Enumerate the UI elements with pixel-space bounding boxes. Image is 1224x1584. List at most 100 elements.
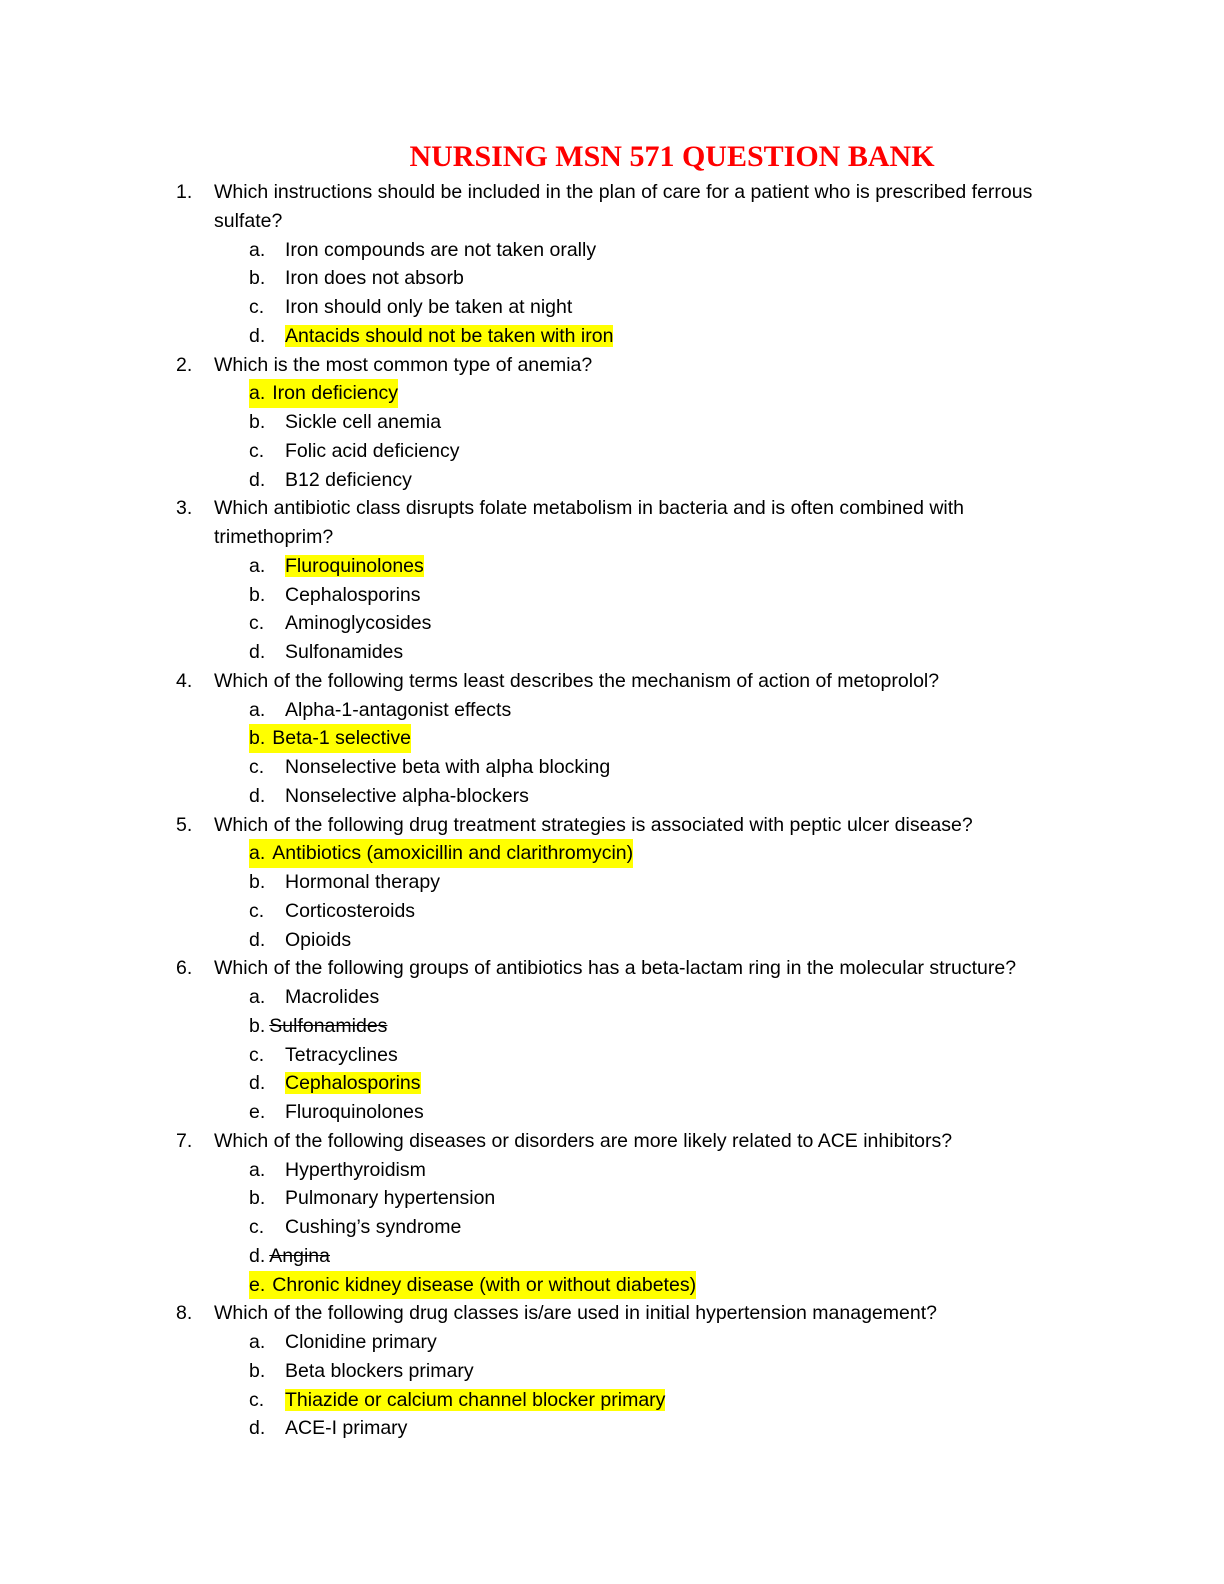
- option-letter: c.: [249, 899, 265, 922]
- answer-option: b.Sulfonamides: [249, 1012, 1076, 1041]
- option-line: c.Aminoglycosides: [249, 612, 431, 634]
- answer-option: a.Iron deficiency: [249, 379, 1076, 408]
- question-text: Which of the following diseases or disor…: [214, 1129, 953, 1152]
- option-letter: c.: [249, 1043, 265, 1066]
- option-line: a.Clonidine primary: [249, 1331, 437, 1353]
- option-list: a.Iron compounds are not taken orally b.I…: [249, 236, 1076, 351]
- question-text: Which of the following drug treatment st…: [214, 813, 973, 836]
- question-row: 6. Which of the following groups of antib…: [176, 954, 1076, 983]
- option-letter: a.: [249, 238, 266, 261]
- option-letter: a.: [249, 554, 266, 577]
- answer-option: a. Macrolides: [249, 983, 1076, 1012]
- option-list: a.Iron deficiency b.Sickle cell anemia c. F…: [249, 379, 1076, 494]
- option-line: a.Antibiotics (amoxicillin and clarithro…: [249, 839, 634, 868]
- question-row: 4.Which of the following terms least des…: [176, 667, 1076, 696]
- answer-option: e. Chronic kidney disease (with or withou…: [249, 1270, 1076, 1300]
- question-item: 1.Which instructions should be included …: [176, 178, 1076, 351]
- question-row: 7. Which of the following diseases or dis…: [176, 1127, 1076, 1156]
- question-number: 6.: [176, 957, 193, 980]
- highlighted-answer-text: Thiazide or calcium channel blocker prim…: [285, 1388, 666, 1411]
- option-text: Pulmonary hypertension: [285, 1187, 496, 1210]
- question-text: Which antibiotic class disrupts folate m…: [214, 497, 965, 548]
- option-letter: a.: [249, 1331, 266, 1353]
- answer-option: b.Beta-1 selective: [249, 724, 1076, 753]
- option-line: b.Iron does not absorb: [249, 267, 464, 289]
- option-line: b.Sickle cell anemia: [249, 411, 441, 433]
- option-text: Opioids: [285, 928, 352, 951]
- option-letter: b.: [249, 1187, 266, 1210]
- option-text: Cephalosporins: [285, 583, 421, 606]
- struck-option-text: Angina: [269, 1244, 330, 1267]
- option-letter: d.: [249, 468, 266, 491]
- question-row: 8.Which of the following drug classes is…: [176, 1299, 1076, 1328]
- option-line: c.Corticosteroids: [249, 900, 415, 922]
- answer-option: a.Fluroquinolones: [249, 552, 1076, 581]
- question-item: 5.Which of the following drug treatment …: [176, 811, 1076, 955]
- option-letter: e.: [249, 1273, 266, 1296]
- option-list: a. Hyperthyroidism b. Pulmonary hypertensio…: [249, 1156, 1076, 1300]
- answer-option: c. Iron should only be taken at night: [249, 293, 1076, 322]
- answer-option: a.Alpha-1-antagonist effects: [249, 696, 1076, 725]
- answer-option: d.Antacids should not be taken with iron: [249, 322, 1076, 351]
- question-number: 4.: [176, 669, 193, 692]
- option-line: a. Macrolides: [249, 986, 379, 1008]
- option-letter: a.: [249, 382, 266, 405]
- question-row: 3.Which antibiotic class disrupts folate…: [176, 494, 1076, 552]
- answer-option: a.Clonidine primary: [249, 1328, 1076, 1357]
- option-text: Folic acid deficiency: [285, 439, 460, 462]
- page-title: NURSING MSN 571 QUESTION BANK: [409, 140, 935, 173]
- option-line: e. Chronic kidney disease (with or withou…: [249, 1270, 697, 1300]
- option-line: a.Fluroquinolones: [249, 554, 424, 577]
- answer-option: c.Corticosteroids: [249, 897, 1076, 926]
- option-line: d.Antacids should not be taken with iron: [249, 324, 614, 347]
- option-letter: d.: [249, 641, 266, 663]
- answer-option: a.Iron compounds are not taken orally: [249, 236, 1076, 265]
- answer-option: d.Cephalosporins: [249, 1069, 1076, 1098]
- option-line: b.Beta blockers primary: [249, 1360, 474, 1382]
- option-letter: e.: [249, 1101, 266, 1123]
- option-letter: d.: [249, 928, 266, 951]
- option-letter: c.: [249, 296, 265, 318]
- option-line: d.Nonselective alpha-blockers: [249, 785, 529, 807]
- option-text: Iron should only be taken at night: [285, 296, 573, 318]
- option-line: d.Cephalosporins: [249, 1072, 421, 1095]
- option-letter: c.: [249, 439, 265, 462]
- question-number: 8.: [176, 1302, 193, 1325]
- option-line: b.Hormonal therapy: [249, 871, 440, 893]
- option-line: a. Hyperthyroidism: [249, 1159, 426, 1181]
- question-number: 2.: [176, 353, 193, 376]
- option-letter: c.: [249, 1216, 265, 1238]
- option-letter: c.: [249, 612, 265, 635]
- option-text: Macrolides: [285, 986, 380, 1008]
- question-row: 2. Which is the most common type of anemi…: [176, 351, 1076, 380]
- question-text: Which of the following groups of antibio…: [214, 957, 1017, 980]
- answer-option: a.Antibiotics (amoxicillin and clarithro…: [249, 839, 1076, 868]
- option-line: b.Sulfonamides: [249, 1015, 387, 1037]
- question-number: 1.: [176, 181, 193, 203]
- option-letter: b.: [249, 1359, 266, 1382]
- option-letter: a.: [249, 698, 266, 721]
- option-text: B12 deficiency: [285, 468, 412, 491]
- answer-option: c. Folic acid deficiency: [249, 437, 1076, 466]
- option-line: a.Alpha-1-antagonist effects: [249, 699, 511, 721]
- option-text: Sulfonamides: [285, 641, 404, 663]
- question-number: 7.: [176, 1129, 193, 1152]
- option-letter: a.: [249, 986, 266, 1008]
- option-letter: a.: [249, 1158, 266, 1181]
- option-text: Cushing’s syndrome: [285, 1216, 462, 1238]
- option-line: c. Folic acid deficiency: [249, 440, 460, 462]
- question-item: 7. Which of the following diseases or dis…: [176, 1127, 1076, 1300]
- answer-option: d.ACE-I primary: [249, 1414, 1076, 1443]
- option-letter: d.: [249, 1072, 266, 1095]
- option-list: a.Antibiotics (amoxicillin and clarithro…: [249, 839, 1076, 954]
- option-line: d.Angina: [249, 1245, 330, 1267]
- highlighted-answer-text: Chronic kidney disease (with or without …: [272, 1273, 697, 1296]
- option-text: Hyperthyroidism: [285, 1158, 426, 1181]
- answer-option: c.Aminoglycosides: [249, 609, 1076, 638]
- option-line: a.Iron compounds are not taken orally: [249, 239, 596, 261]
- option-line: c. Iron should only be taken at night: [249, 296, 572, 318]
- option-text: Nonselective beta with alpha blocking: [285, 756, 611, 778]
- question-text: Which is the most common type of anemia?: [214, 353, 593, 376]
- option-text: Sickle cell anemia: [285, 411, 442, 433]
